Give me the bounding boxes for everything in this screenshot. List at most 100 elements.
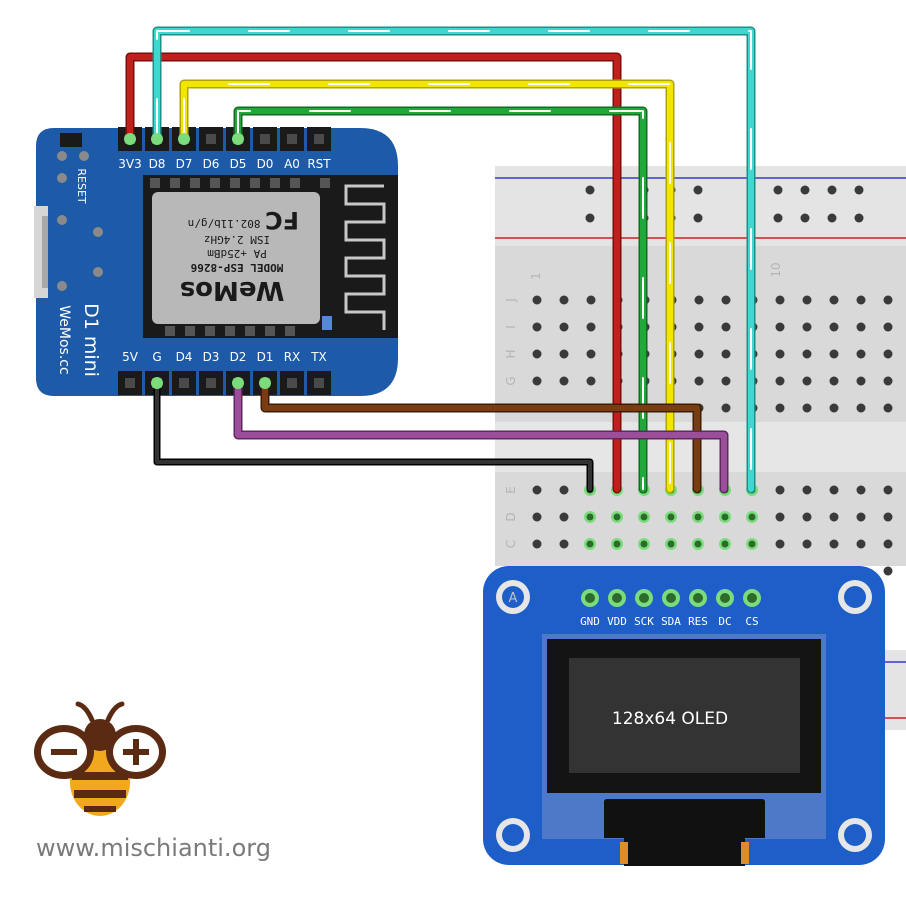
breadboard-hole[interactable]	[559, 539, 569, 549]
breadboard-hole[interactable]	[532, 349, 542, 359]
breadboard-hole[interactable]	[693, 213, 703, 223]
breadboard-hole[interactable]	[585, 213, 595, 223]
breadboard-hole[interactable]	[856, 403, 866, 413]
reset-button[interactable]	[60, 133, 82, 147]
breadboard-hole[interactable]	[585, 185, 595, 195]
wire-d8-to-cs[interactable]	[152, 26, 756, 494]
wire-d5-to-sck[interactable]	[233, 106, 648, 494]
breadboard-hole[interactable]	[721, 403, 731, 413]
breadboard-hole[interactable]	[856, 376, 866, 386]
breadboard-hole[interactable]	[854, 213, 864, 223]
breadboard-hole[interactable]	[775, 512, 785, 522]
breadboard-hole[interactable]	[721, 295, 731, 305]
breadboard-hole[interactable]	[532, 512, 542, 522]
breadboard-hole[interactable]	[883, 295, 893, 305]
breadboard-hole[interactable]	[532, 295, 542, 305]
breadboard-hole[interactable]	[856, 539, 866, 549]
breadboard-hole[interactable]	[802, 403, 812, 413]
connected-hole-core	[640, 540, 648, 548]
breadboard-hole[interactable]	[694, 376, 704, 386]
breadboard-hole[interactable]	[883, 539, 893, 549]
module-wifi-label: 802.11b/g/n	[188, 217, 261, 230]
breadboard-hole[interactable]	[800, 213, 810, 223]
breadboard-hole[interactable]	[829, 539, 839, 549]
header-pin-contact	[314, 378, 324, 388]
breadboard-hole[interactable]	[586, 295, 596, 305]
mounting-hole-bottom-right	[838, 818, 872, 852]
breadboard-hole[interactable]	[883, 349, 893, 359]
breadboard-hole[interactable]	[856, 485, 866, 495]
breadboard-hole[interactable]	[829, 485, 839, 495]
breadboard-hole[interactable]	[883, 376, 893, 386]
breadboard-hole[interactable]	[827, 213, 837, 223]
breadboard-hole[interactable]	[829, 295, 839, 305]
wire-d7-to-sda[interactable]	[179, 79, 675, 494]
breadboard-hole[interactable]	[883, 403, 893, 413]
breadboard-hole[interactable]	[721, 322, 731, 332]
breadboard-hole[interactable]	[532, 376, 542, 386]
breadboard-hole[interactable]	[532, 539, 542, 549]
breadboard-hole[interactable]	[856, 322, 866, 332]
website-url[interactable]: www.mischianti.org	[36, 834, 271, 862]
breadboard-hole[interactable]	[775, 376, 785, 386]
oled-module: A GND VDD SCK SDA RES DC CS 128x64 OLED	[483, 566, 885, 866]
breadboard-hole[interactable]	[802, 539, 812, 549]
breadboard-hole[interactable]	[802, 512, 812, 522]
wire-3v3-to-vdd[interactable]	[125, 52, 622, 494]
breadboard-hole[interactable]	[694, 322, 704, 332]
breadboard-hole[interactable]	[532, 322, 542, 332]
oled-pin-label-sda: SDA	[661, 615, 681, 628]
breadboard-hole[interactable]	[883, 322, 893, 332]
breadboard-hole[interactable]	[854, 185, 864, 195]
row-label-c: C	[504, 540, 518, 548]
breadboard-hole[interactable]	[773, 185, 783, 195]
breadboard-hole[interactable]	[775, 403, 785, 413]
module-fcc-label: FC	[265, 206, 299, 234]
breadboard-hole[interactable]	[829, 349, 839, 359]
breadboard-hole[interactable]	[802, 322, 812, 332]
breadboard-hole[interactable]	[559, 376, 569, 386]
breadboard-hole[interactable]	[775, 322, 785, 332]
breadboard-hole[interactable]	[856, 295, 866, 305]
breadboard-hole[interactable]	[856, 512, 866, 522]
wire-d1-to-res[interactable]	[260, 378, 702, 494]
breadboard-hole[interactable]	[883, 485, 893, 495]
breadboard-hole[interactable]	[532, 485, 542, 495]
breadboard-hole[interactable]	[775, 295, 785, 305]
breadboard-hole[interactable]	[802, 376, 812, 386]
breadboard-hole[interactable]	[721, 349, 731, 359]
breadboard-hole[interactable]	[829, 376, 839, 386]
breadboard-hole[interactable]	[721, 376, 731, 386]
breadboard-hole[interactable]	[775, 349, 785, 359]
breadboard-hole[interactable]	[694, 349, 704, 359]
breadboard-hole[interactable]	[883, 566, 893, 576]
breadboard-hole[interactable]	[800, 185, 810, 195]
breadboard-hole[interactable]	[775, 485, 785, 495]
breadboard-hole[interactable]	[773, 213, 783, 223]
header-pin-contact	[206, 378, 216, 388]
breadboard-hole[interactable]	[693, 185, 703, 195]
wemos-d1-mini-board: RESET D1 mini WeMos.cc FC 802.11b/g/n IS…	[34, 127, 398, 396]
breadboard-hole[interactable]	[586, 322, 596, 332]
breadboard-hole[interactable]	[559, 295, 569, 305]
breadboard-hole[interactable]	[559, 485, 569, 495]
breadboard-hole[interactable]	[883, 512, 893, 522]
wire-g-to-gnd[interactable]	[153, 379, 594, 493]
breadboard-hole[interactable]	[559, 349, 569, 359]
wire-d2-to-dc[interactable]	[233, 378, 729, 494]
breadboard-hole[interactable]	[559, 322, 569, 332]
breadboard-hole[interactable]	[586, 376, 596, 386]
breadboard-hole[interactable]	[586, 349, 596, 359]
breadboard-hole[interactable]	[827, 185, 837, 195]
breadboard-hole[interactable]	[559, 512, 569, 522]
breadboard-hole[interactable]	[802, 485, 812, 495]
breadboard-hole[interactable]	[829, 322, 839, 332]
breadboard-hole[interactable]	[802, 349, 812, 359]
breadboard-hole[interactable]	[775, 539, 785, 549]
pin-label-tx: TX	[310, 350, 327, 364]
breadboard-hole[interactable]	[856, 349, 866, 359]
breadboard-hole[interactable]	[802, 295, 812, 305]
breadboard-hole[interactable]	[694, 295, 704, 305]
breadboard-hole[interactable]	[829, 512, 839, 522]
breadboard-hole[interactable]	[829, 403, 839, 413]
